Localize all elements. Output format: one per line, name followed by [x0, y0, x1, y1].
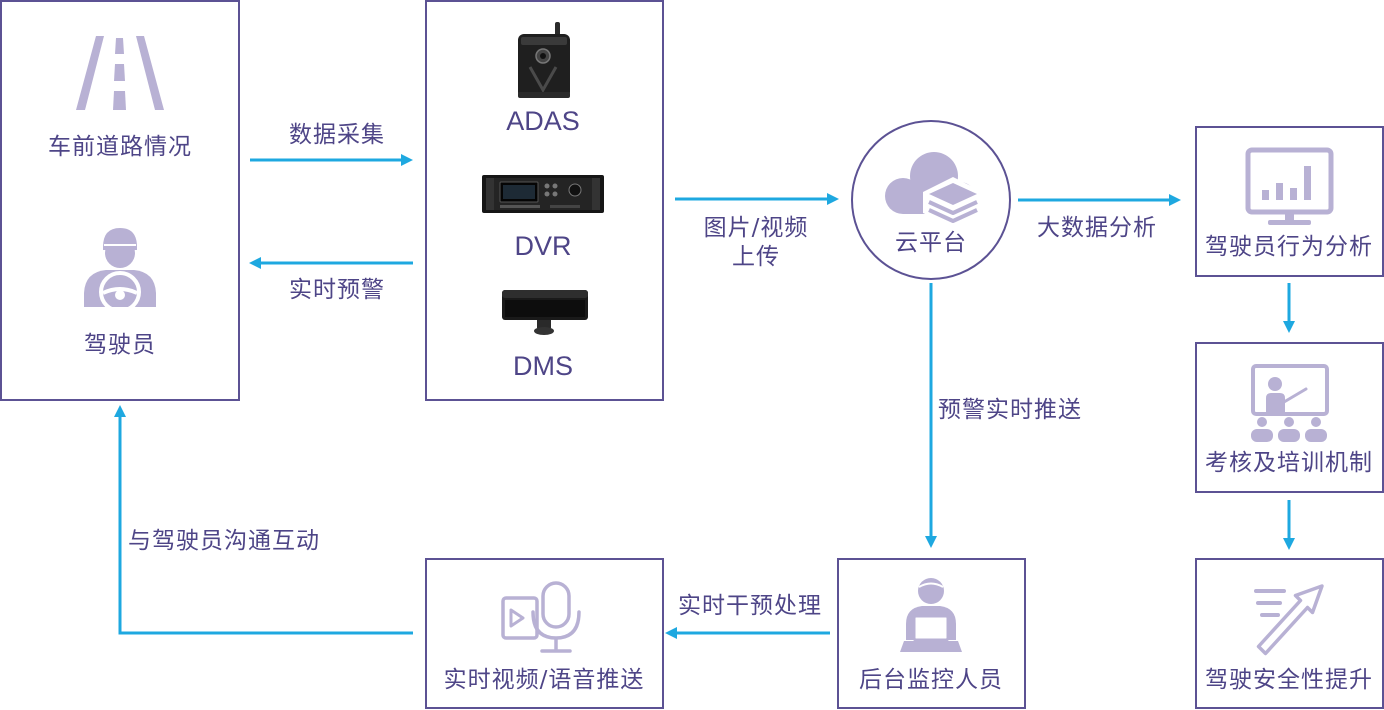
upload-label-line1: 图片/视频 — [703, 215, 809, 241]
assessment-training-box — [1195, 342, 1384, 493]
big-data-analysis-label: 大数据分析 — [1037, 215, 1157, 241]
upload-label-line2: 上传 — [732, 244, 780, 270]
safety-improvement-box — [1195, 558, 1384, 709]
realtime-warning-label: 实时预警 — [289, 277, 385, 303]
data-collection-label: 数据采集 — [289, 122, 385, 148]
dvr-label: DVR — [514, 231, 572, 261]
monitor-staff-box — [837, 558, 1026, 709]
adas-label: ADAS — [506, 106, 580, 136]
big-data-analysis-arrow — [1018, 194, 1181, 206]
driver-interaction-label: 与驾驶员沟通互动 — [128, 528, 320, 554]
behavior-analysis-label: 驾驶员行为分析 — [1205, 234, 1373, 260]
driver-label: 驾驶员 — [84, 332, 156, 358]
safety-improvement-label: 驾驶安全性提升 — [1205, 667, 1373, 693]
training-to-safety-arrow — [1283, 500, 1295, 550]
warning-push-label: 预警实时推送 — [938, 397, 1082, 423]
road-condition-label: 车前道路情况 — [48, 134, 192, 160]
realtime-warning-arrow — [249, 257, 413, 269]
analysis-to-training-arrow — [1283, 283, 1295, 333]
assessment-training-label: 考核及培训机制 — [1205, 450, 1373, 476]
behavior-analysis-box — [1195, 126, 1384, 277]
source-box — [0, 0, 240, 401]
data-collection-arrow — [250, 154, 413, 166]
monitor-staff-label: 后台监控人员 — [859, 667, 1003, 693]
video-voice-push-box — [425, 558, 664, 709]
video-voice-push-label: 实时视频/语音推送 — [443, 667, 645, 693]
driver-interaction-arrow — [114, 405, 413, 635]
upload-arrow — [675, 193, 839, 205]
intervention-label: 实时干预处理 — [678, 593, 822, 619]
device-box — [425, 0, 664, 401]
dms-label: DMS — [513, 351, 573, 381]
cloud-platform-circle — [851, 120, 1011, 280]
intervention-arrow — [665, 627, 830, 639]
cloud-platform-label: 云平台 — [895, 230, 967, 256]
